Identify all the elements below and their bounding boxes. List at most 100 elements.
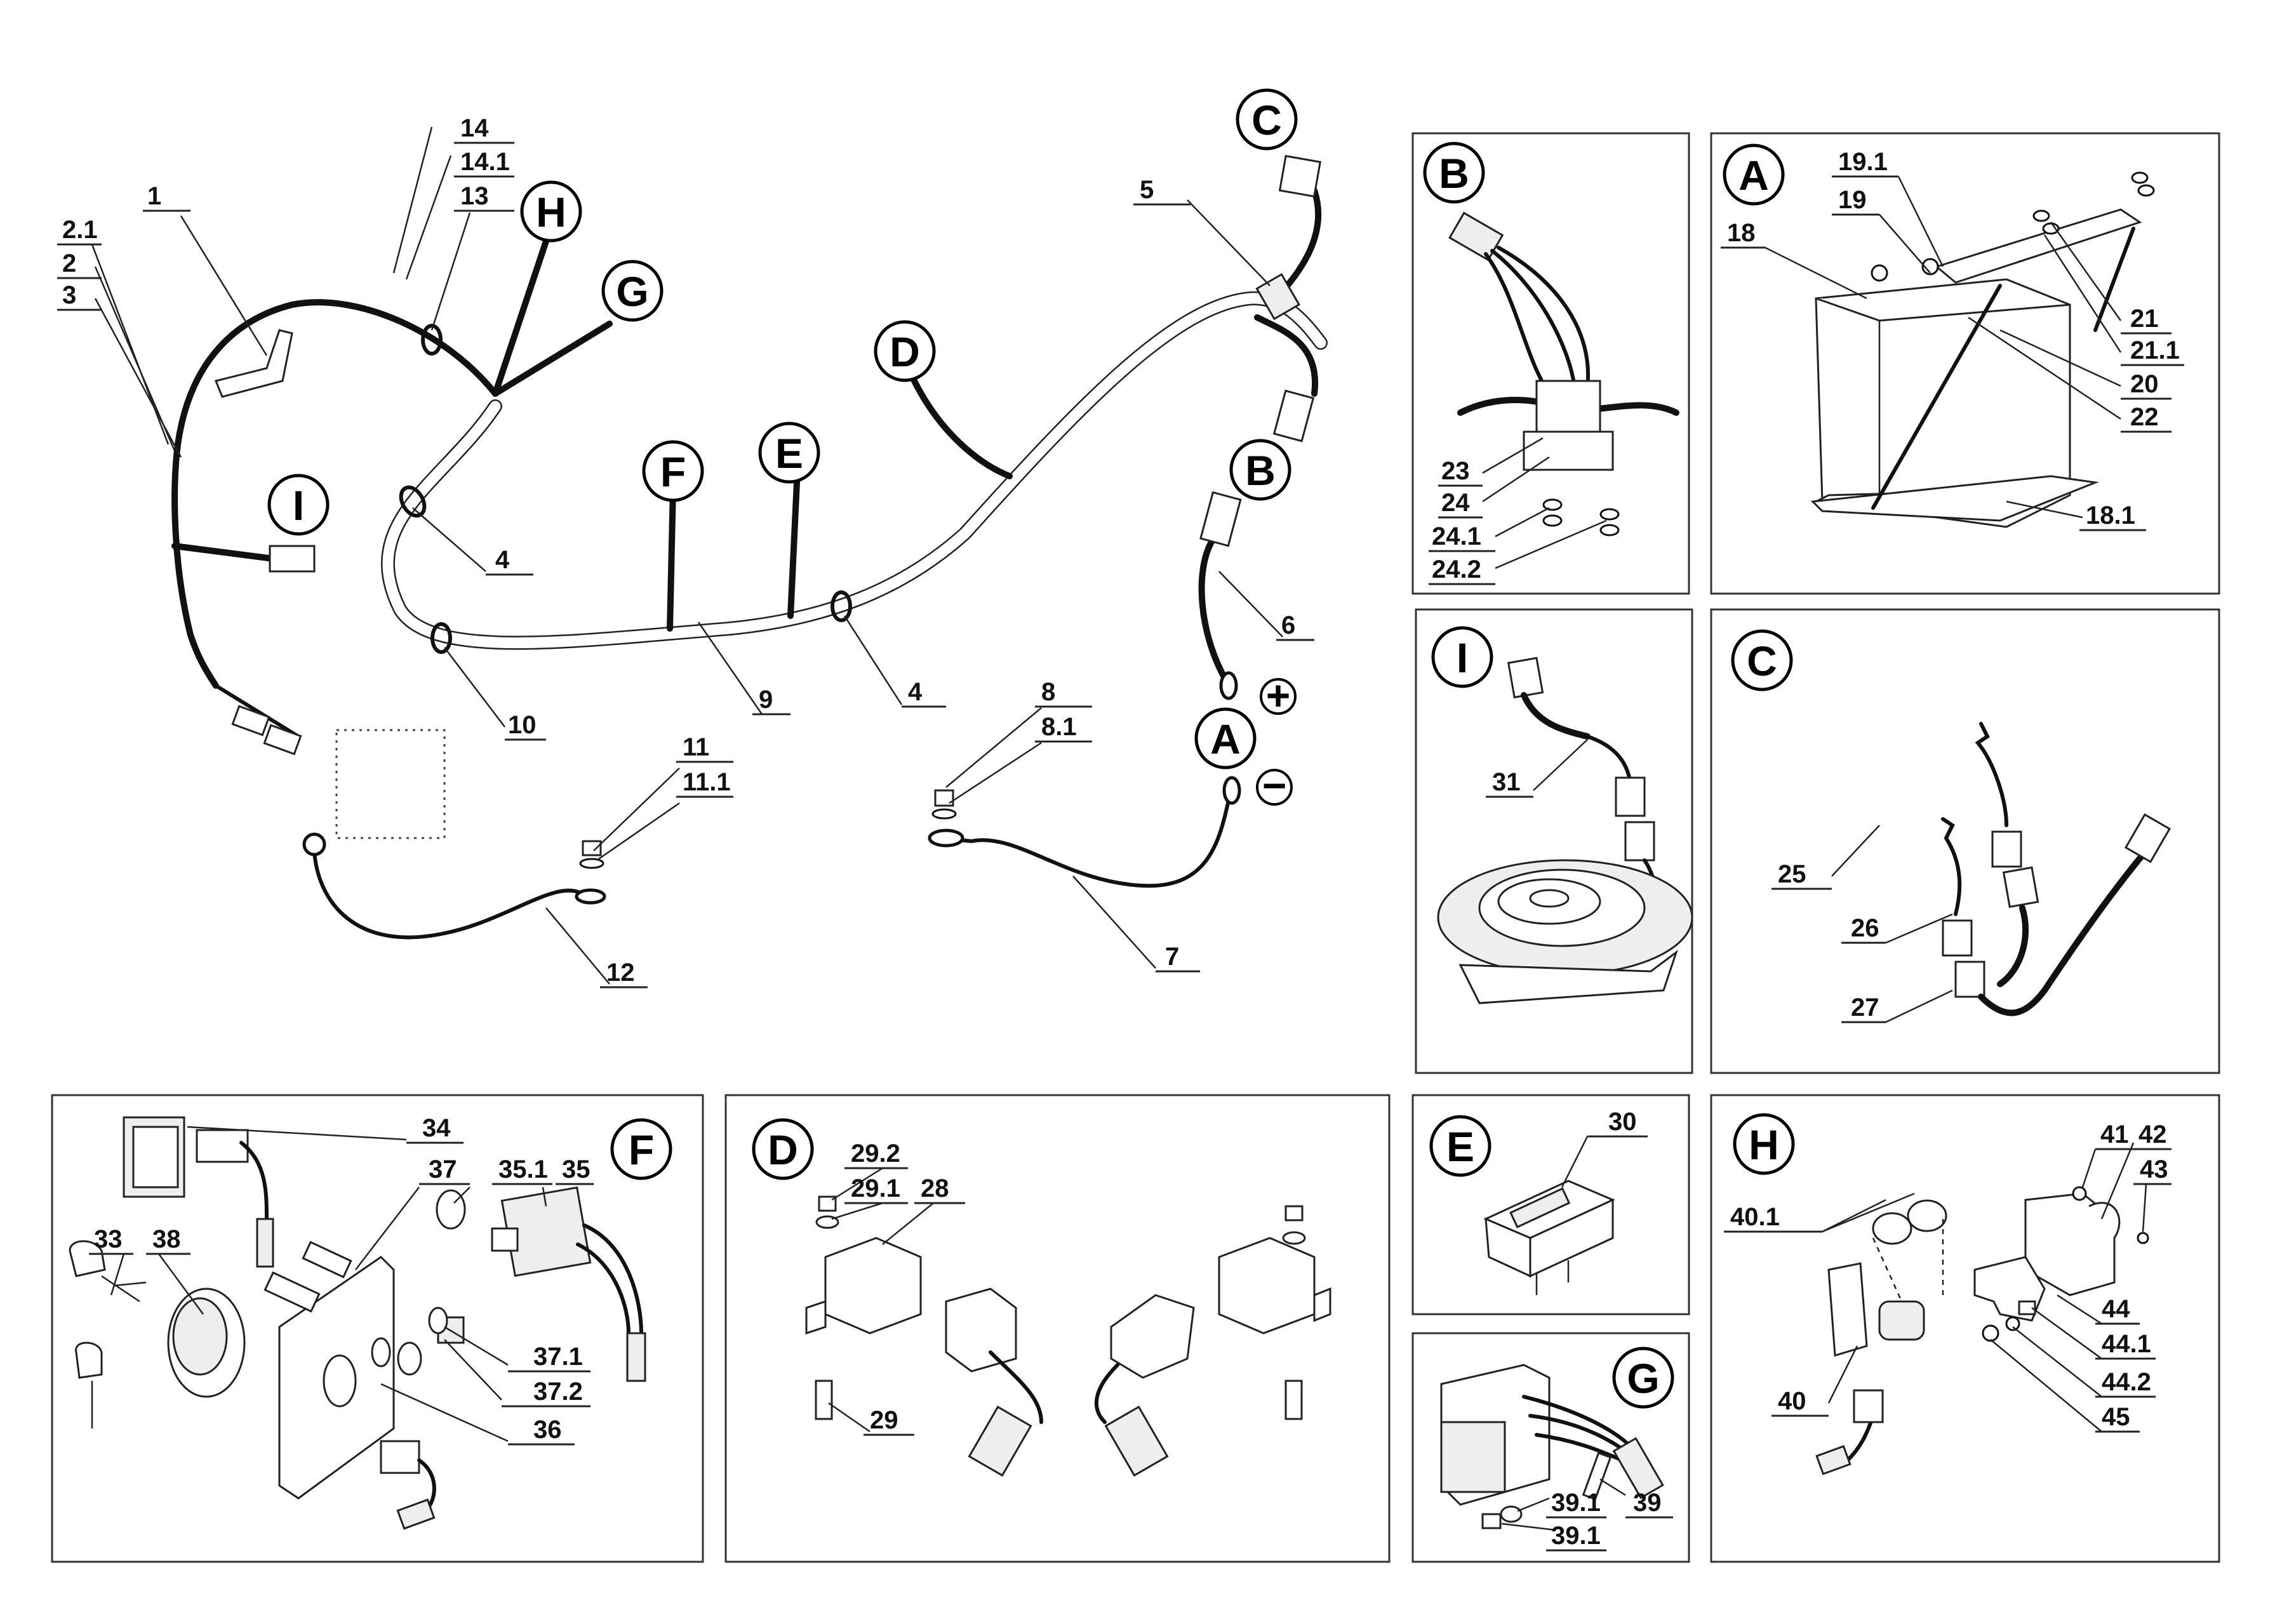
main-harness-tube	[381, 291, 1328, 650]
svg-text:I: I	[293, 482, 304, 529]
panel-e: E 30	[1411, 1094, 1690, 1315]
label-44-2: 44.2	[2102, 1368, 2151, 1396]
wire-to-g	[492, 321, 613, 397]
panel-b: B 23 24 24.1 24.2	[1411, 132, 1690, 595]
panel-c: C 25 26 27	[1710, 608, 2220, 1074]
ring-terminal-minus	[1222, 776, 1241, 805]
label-31: 31	[1492, 768, 1521, 796]
svg-text:E: E	[775, 430, 803, 477]
main-letter-c: C	[1236, 88, 1298, 150]
label-24: 24	[1441, 489, 1470, 517]
label-24-1: 24.1	[1432, 522, 1481, 550]
battery-18	[1810, 171, 2155, 528]
wire-left-main	[171, 441, 219, 689]
label-8-1: 8.1	[1041, 713, 1077, 741]
label-29-1: 29.1	[851, 1175, 900, 1202]
clutch-31	[1437, 656, 1693, 1004]
panel-f: F	[51, 1094, 704, 1563]
svg-text:A: A	[1738, 152, 1769, 199]
svg-text:D: D	[890, 328, 920, 375]
nut-8	[934, 789, 954, 807]
main-letter-g: G	[601, 260, 664, 322]
svg-text:B: B	[1439, 150, 1469, 197]
panel-i: I 31	[1415, 608, 1693, 1074]
svg-text:H: H	[1749, 1121, 1779, 1168]
label-18: 18	[1727, 219, 1756, 247]
connector-c	[1278, 154, 1322, 198]
label-38: 38	[152, 1225, 181, 1253]
label-19: 19	[1838, 186, 1867, 214]
washer-8-1	[931, 808, 957, 820]
wire-to-i	[171, 543, 276, 562]
rod-20	[2093, 227, 2135, 332]
label-2: 2	[62, 250, 76, 277]
battery-tray-18-1	[1810, 475, 2099, 522]
plate-36	[264, 1241, 465, 1500]
label-21: 21	[2130, 305, 2159, 333]
wire-to-f	[667, 486, 676, 632]
label-10: 10	[508, 711, 537, 739]
label-6: 6	[1281, 611, 1295, 639]
panel-d: D 29.2 29.1 28 29	[724, 1094, 1391, 1563]
svg-text:H: H	[536, 189, 566, 236]
connector-i	[269, 545, 316, 573]
main-harness-tube-inner	[382, 293, 1326, 648]
label-35-1: 35.1	[498, 1155, 548, 1183]
svg-text:G: G	[1627, 1355, 1659, 1402]
label-40: 40	[1778, 1387, 1806, 1415]
label-7: 7	[1165, 943, 1179, 971]
label-45: 45	[2102, 1403, 2130, 1431]
ring-terminal-12b	[575, 888, 606, 905]
battery-cable-6	[1198, 536, 1229, 682]
label-44: 44	[2102, 1295, 2130, 1323]
switch-34	[123, 1116, 274, 1268]
main-leaders	[91, 126, 1283, 985]
main-number-labels: 14 14.1 13 1 2.1 2 3 5 4 10 9 4 6 8 8.1 …	[57, 114, 1314, 988]
label-28: 28	[921, 1175, 949, 1202]
connector-b-upper	[1272, 389, 1315, 443]
main-letter-a: A	[1194, 707, 1257, 769]
svg-text:G: G	[616, 268, 648, 315]
label-24-2: 24.2	[1432, 556, 1481, 583]
harness-clip-5	[1255, 273, 1300, 321]
connector-pair-right	[263, 724, 302, 755]
battery-cable-7	[938, 798, 1231, 888]
label-18-1: 18.1	[2086, 502, 2135, 529]
panel-g: G 39.1 39 39.1	[1411, 1332, 1690, 1563]
label-37: 37	[429, 1155, 457, 1183]
label-11: 11	[683, 733, 709, 761]
connector-b-lower	[1199, 491, 1242, 547]
label-42: 42	[2138, 1121, 2167, 1148]
minus-symbol: −	[1262, 762, 1287, 809]
wire-to-e	[787, 479, 800, 619]
label-40-1: 40.1	[1730, 1203, 1780, 1231]
hidden-box-dotted	[335, 729, 446, 839]
label-37-1: 37.1	[533, 1343, 583, 1371]
svg-text:A: A	[1210, 715, 1241, 762]
svg-text:D: D	[768, 1126, 798, 1173]
label-27: 27	[1851, 994, 1879, 1022]
label-29: 29	[870, 1406, 898, 1434]
main-letter-i: I	[267, 474, 330, 536]
label-21-1: 21.1	[2130, 336, 2180, 364]
label-26: 26	[1851, 914, 1879, 942]
label-4-left: 4	[495, 546, 510, 574]
panel-h: H 41	[1710, 1094, 2220, 1563]
label-37-2: 37.2	[533, 1378, 583, 1406]
ground-cable-12	[312, 849, 586, 940]
label-4-right: 4	[908, 678, 923, 706]
wire-to-d	[911, 378, 1013, 479]
switch-35	[436, 1186, 646, 1382]
label-20: 20	[2130, 370, 2159, 398]
label-36: 36	[533, 1416, 562, 1444]
label-2-1: 2.1	[62, 216, 98, 244]
svg-text:C: C	[1747, 637, 1777, 684]
label-22: 22	[2130, 403, 2159, 431]
label-43: 43	[2140, 1155, 2168, 1183]
relay-28-right	[1095, 1205, 1331, 1477]
label-3: 3	[62, 281, 76, 309]
solenoid-23	[1448, 211, 1679, 536]
svg-text:F: F	[629, 1126, 654, 1173]
main-harness-assembly: + − C H G D F	[57, 88, 1328, 988]
